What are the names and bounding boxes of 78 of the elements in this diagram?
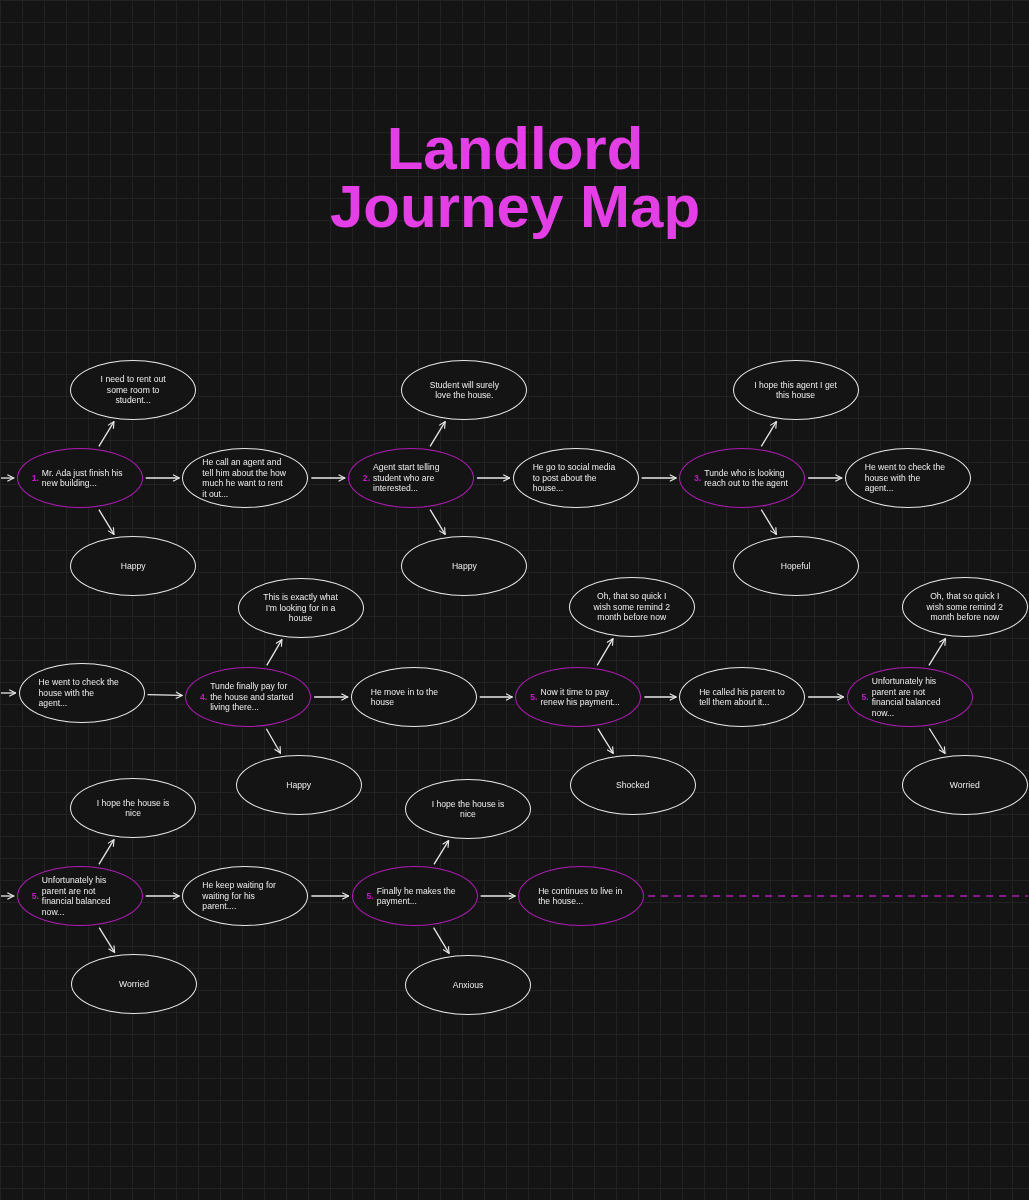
- arrow: [310, 892, 350, 900]
- node-text: He went to check the house with the agent...: [38, 677, 120, 709]
- node-text: Worried: [949, 779, 980, 791]
- arrow: [928, 727, 946, 755]
- node-text: He continues to live in the house...: [538, 885, 624, 907]
- step-number: 5.: [530, 691, 538, 703]
- arrow: [313, 693, 349, 701]
- arrow: [429, 420, 446, 448]
- node-text: He move in to the house: [370, 686, 440, 708]
- arrow: [433, 839, 450, 866]
- node-text: Shocked: [615, 779, 650, 791]
- step-number: 4.: [200, 691, 208, 703]
- node-text: I hope this agent I get this house: [753, 379, 838, 401]
- node-text: Oh, that so quick I wish some remind 2 month before now: [592, 591, 671, 623]
- node-text: This is exactly what I'm looking for in a house: [262, 592, 339, 624]
- thought-ellipse: [901, 577, 1028, 637]
- arrow: [643, 693, 677, 701]
- step-number: 5.: [366, 890, 374, 902]
- arrow: [0, 474, 15, 482]
- node-text: Finally he makes the payment...: [376, 885, 457, 907]
- arrow: [480, 892, 516, 900]
- arrow: [98, 926, 116, 954]
- arrow: [476, 474, 511, 482]
- node-text: Worried: [119, 978, 149, 990]
- step-number: 5.: [31, 890, 39, 902]
- arrow: [596, 638, 614, 666]
- step-number: 5.: [861, 691, 869, 703]
- node-text: Happy: [286, 779, 312, 791]
- arrow: [432, 926, 450, 955]
- node-text: I hope the house is nice: [430, 798, 506, 820]
- node-text: Now it time to pay renew his payment...: [540, 686, 621, 708]
- thought-ellipse: [70, 778, 197, 838]
- arrow: [807, 693, 845, 701]
- node-text: He go to social media to post about the house...: [532, 462, 617, 494]
- node-text: Happy: [451, 560, 477, 572]
- node-text: Tunde finally pay for the house and started living there...: [210, 681, 295, 713]
- arrow: [310, 474, 346, 482]
- arrow: [145, 474, 180, 482]
- node-text: He call an agent and tell him about the how much he want to rent it out...: [202, 457, 287, 499]
- node-text: He keep waiting for waiting for his parent....: [202, 880, 277, 912]
- thought-ellipse: [70, 536, 197, 596]
- arrow: [479, 693, 514, 701]
- node-text: Happy: [120, 560, 146, 572]
- node-text: Anxious: [452, 979, 484, 991]
- step-number: 2.: [362, 472, 371, 484]
- node-text: Unfortunately his parent are not financial balanced now...: [41, 875, 112, 917]
- node-text: I need to rent out some room to student...: [99, 374, 167, 406]
- arrow: [928, 637, 947, 667]
- node-text: He called his parent to tell them about it...: [699, 686, 786, 708]
- node-text: Unfortunately his parent are not financial balanced now...: [871, 676, 942, 718]
- node-text: I hope the house is nice: [95, 797, 171, 819]
- arrow: [0, 689, 17, 697]
- node-text: Mr. Ada just finish his new building...: [41, 467, 124, 489]
- arrow: [760, 508, 777, 536]
- arrow: [641, 474, 677, 482]
- arrow: [0, 892, 15, 900]
- node-text: Oh, that so quick I wish some remind 2 month before now: [925, 591, 1004, 623]
- arrow: [265, 728, 282, 754]
- dashed-line: [647, 895, 1029, 897]
- node-text: Tunde who is looking reach out to the agent: [704, 467, 789, 489]
- arrow: [98, 420, 115, 448]
- step-number: 3.: [694, 472, 702, 484]
- arrow: [760, 420, 777, 448]
- arrow: [145, 892, 180, 900]
- arrow: [597, 727, 614, 755]
- thought-ellipse: [70, 360, 197, 420]
- node-text: He went to check the house with the agent...: [864, 462, 946, 494]
- arrow: [266, 639, 283, 666]
- arrow: [429, 508, 446, 536]
- arrow: [98, 508, 115, 536]
- arrow: [146, 691, 183, 699]
- node-text: Agent start telling student who are interested...: [373, 462, 441, 494]
- node-text: Student will surely love the house.: [428, 379, 500, 401]
- node-text: Hopeful: [780, 560, 811, 572]
- arrow: [807, 474, 843, 482]
- step-number: 1.: [31, 472, 39, 484]
- thought-ellipse: [901, 755, 1028, 815]
- arrow: [98, 838, 115, 866]
